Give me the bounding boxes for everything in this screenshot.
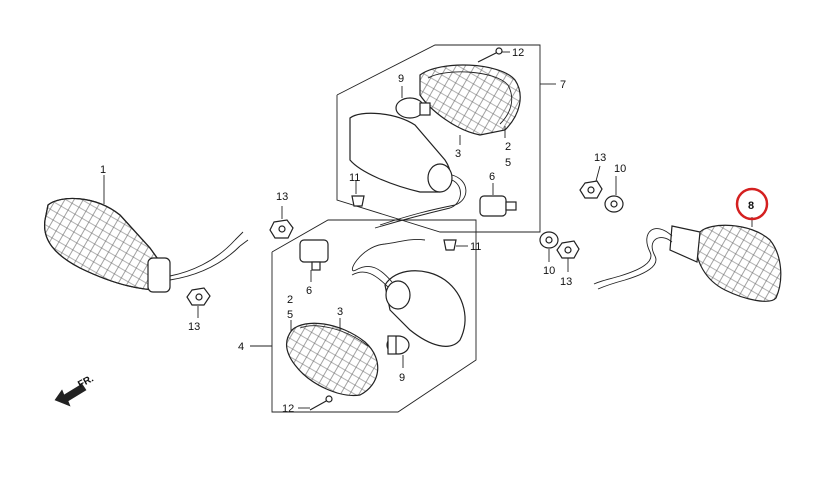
part-2-lens-lower[interactable]: [286, 322, 379, 397]
part-12-screw-lower[interactable]: [309, 395, 333, 411]
label-7: 7: [560, 79, 566, 91]
label-3-lower: 3: [337, 306, 343, 318]
label-3-upper: 3: [455, 148, 461, 160]
part-13-nut-left[interactable]: [186, 287, 211, 306]
part-1-winker-assembly-left[interactable]: [43, 197, 249, 293]
part-10-washer-right-upper[interactable]: [604, 195, 624, 213]
front-direction-arrow: [54, 383, 87, 407]
part-13-nut-right-lower[interactable]: [556, 240, 580, 259]
part-4-winker-assembly-lower-box: [250, 219, 477, 413]
part-12-screw-upper[interactable]: [477, 47, 503, 63]
label-8: 8: [748, 200, 754, 212]
part-6-socket-upper[interactable]: [479, 195, 517, 217]
label-13-left: 13: [188, 321, 200, 333]
label-2-lower: 2: [287, 294, 293, 306]
label-13-lower-left: 13: [276, 191, 288, 203]
label-2-upper: 2: [505, 141, 511, 153]
label-13-right-upper: 13: [594, 152, 606, 164]
part-10-washer-right-lower[interactable]: [539, 231, 559, 249]
label-13-right-lower: 13: [560, 276, 572, 288]
front-label: FR.: [76, 373, 96, 390]
part-3-housing-lower[interactable]: [351, 239, 466, 347]
part-13-nut-right-upper[interactable]: [579, 180, 603, 199]
label-6-upper: 6: [489, 171, 495, 183]
part-2-lens-upper[interactable]: [419, 64, 521, 136]
label-12-upper: 12: [512, 47, 524, 59]
label-11-upper: 11: [349, 172, 360, 184]
part-8-winker-assembly-right[interactable]: [593, 224, 782, 302]
label-11-lower: 11: [470, 241, 481, 253]
label-5-lower: 5: [287, 309, 293, 321]
part-9-bulb-upper[interactable]: [395, 97, 431, 119]
label-9-lower: 9: [399, 372, 405, 384]
label-5-upper: 5: [505, 157, 511, 169]
part-11-grommet-lower[interactable]: [443, 239, 457, 251]
label-10-right-upper: 10: [614, 163, 626, 175]
highlight-circle-8: [735, 187, 769, 221]
part-7-winker-assembly-upper-box: [336, 44, 556, 233]
label-12-lower: 12: [282, 403, 294, 415]
label-6-lower: 6: [306, 285, 312, 297]
part-9-bulb-lower[interactable]: [386, 335, 410, 355]
part-6-socket-lower[interactable]: [299, 239, 329, 271]
label-10-right-lower: 10: [543, 265, 555, 277]
part-3-housing-upper[interactable]: [349, 112, 467, 229]
label-9-upper: 9: [398, 73, 404, 85]
label-1: 1: [100, 164, 106, 176]
label-4: 4: [238, 341, 244, 353]
part-11-grommet-upper[interactable]: [351, 195, 365, 207]
part-13-nut-lower-left[interactable]: [269, 219, 294, 239]
